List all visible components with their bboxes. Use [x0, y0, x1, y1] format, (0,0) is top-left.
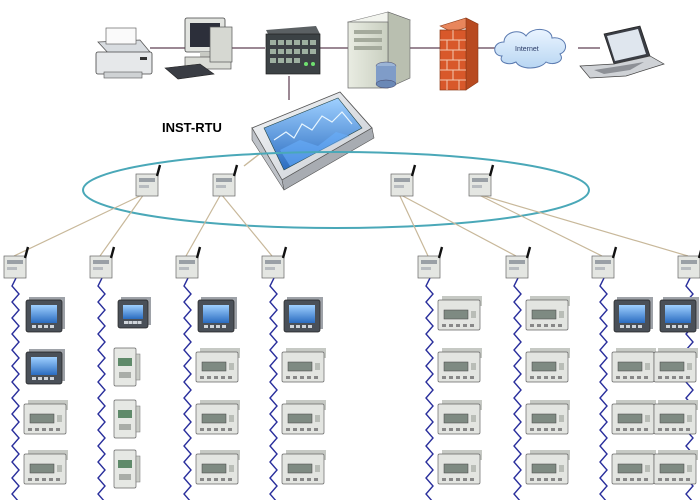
din-meter-icon: [611, 348, 656, 383]
din-meter-icon: [525, 296, 570, 331]
wireless-link: [185, 193, 222, 257]
wireless-gateway-icon: [89, 246, 116, 279]
wireless-gateway-icon: [3, 246, 30, 279]
din-meter-icon: [281, 450, 326, 485]
wireless-link: [476, 193, 689, 257]
wireless-link: [476, 193, 603, 257]
internet-label: Internet: [515, 46, 539, 53]
wireless-link: [13, 193, 145, 257]
wireless-links: [13, 193, 689, 257]
inst-rtu-device: [251, 91, 375, 191]
rs485-bus: [183, 277, 192, 500]
din-meter-icon: [437, 450, 482, 485]
wireless-gateway-icon: [175, 246, 202, 279]
screen-meter-icon: [659, 297, 699, 333]
screen-meter-icon: [117, 297, 151, 329]
din-meter-icon: [437, 400, 482, 435]
din-meter-icon: [281, 348, 326, 383]
wireless-gateway-icon: [591, 246, 618, 279]
rs485-bus: [11, 277, 20, 500]
screen-meter-icon: [25, 349, 65, 385]
din-meter-icon: [611, 400, 656, 435]
din-meter-icon: [653, 400, 698, 435]
screen-meter-icon: [25, 297, 65, 333]
rs485-bus: [599, 277, 608, 500]
wireless-link: [220, 193, 273, 257]
firewall-icon: [439, 17, 479, 91]
screen-meter-icon: [613, 297, 653, 333]
din-meter-icon: [653, 450, 698, 485]
column-gateways: [3, 246, 700, 279]
din-meter-icon: [525, 400, 570, 435]
wireless-link: [398, 193, 429, 257]
din-meter-icon: [195, 400, 240, 435]
rs485-buses: [11, 277, 694, 500]
laptop-icon: [579, 25, 665, 79]
rs485-bus: [513, 277, 522, 500]
screen-meter-icon: [283, 297, 323, 333]
wireless-gateway-icon: [417, 246, 444, 279]
din-meter-icon: [23, 450, 68, 485]
network-switch-icon: [265, 26, 321, 75]
rail-module-icon: [113, 399, 141, 439]
wireless-gateway-icon: [677, 249, 700, 279]
din-meter-icon: [525, 450, 570, 485]
wireless-gateway-icon: [468, 164, 495, 197]
desktop-computer-icon: [164, 17, 233, 80]
din-meter-icon: [195, 348, 240, 383]
printer-icon: [95, 27, 153, 79]
wireless-gateway-icon: [261, 246, 288, 279]
screen-meter-icon: [197, 297, 237, 333]
rail-module-icon: [113, 449, 141, 489]
wireless-gateway-icon: [390, 164, 417, 197]
server-icon: [346, 11, 412, 89]
rs485-bus: [425, 277, 434, 500]
wireless-link: [398, 193, 517, 257]
wireless-gateway-icon: [135, 164, 162, 197]
internet-cloud-icon: Internet: [494, 29, 567, 69]
wireless-link: [99, 193, 145, 257]
rs485-bus: [97, 277, 106, 500]
rs485-bus: [269, 277, 278, 500]
din-meter-icon: [437, 348, 482, 383]
wireless-gateway-icon: [505, 246, 532, 279]
din-meter-icon: [611, 450, 656, 485]
ring-gateways: [135, 164, 495, 197]
din-meter-icon: [23, 400, 68, 435]
rtu-label: INST-RTU: [162, 120, 222, 135]
meter-devices: [23, 296, 699, 489]
wireless-ring: [82, 151, 590, 229]
din-meter-icon: [195, 450, 240, 485]
din-meter-icon: [653, 348, 698, 383]
din-meter-icon: [525, 348, 570, 383]
din-meter-icon: [281, 400, 326, 435]
top-network-cables: [150, 47, 600, 100]
din-meter-icon: [437, 296, 482, 331]
rail-module-icon: [113, 347, 141, 387]
wireless-gateway-icon: [212, 164, 239, 197]
